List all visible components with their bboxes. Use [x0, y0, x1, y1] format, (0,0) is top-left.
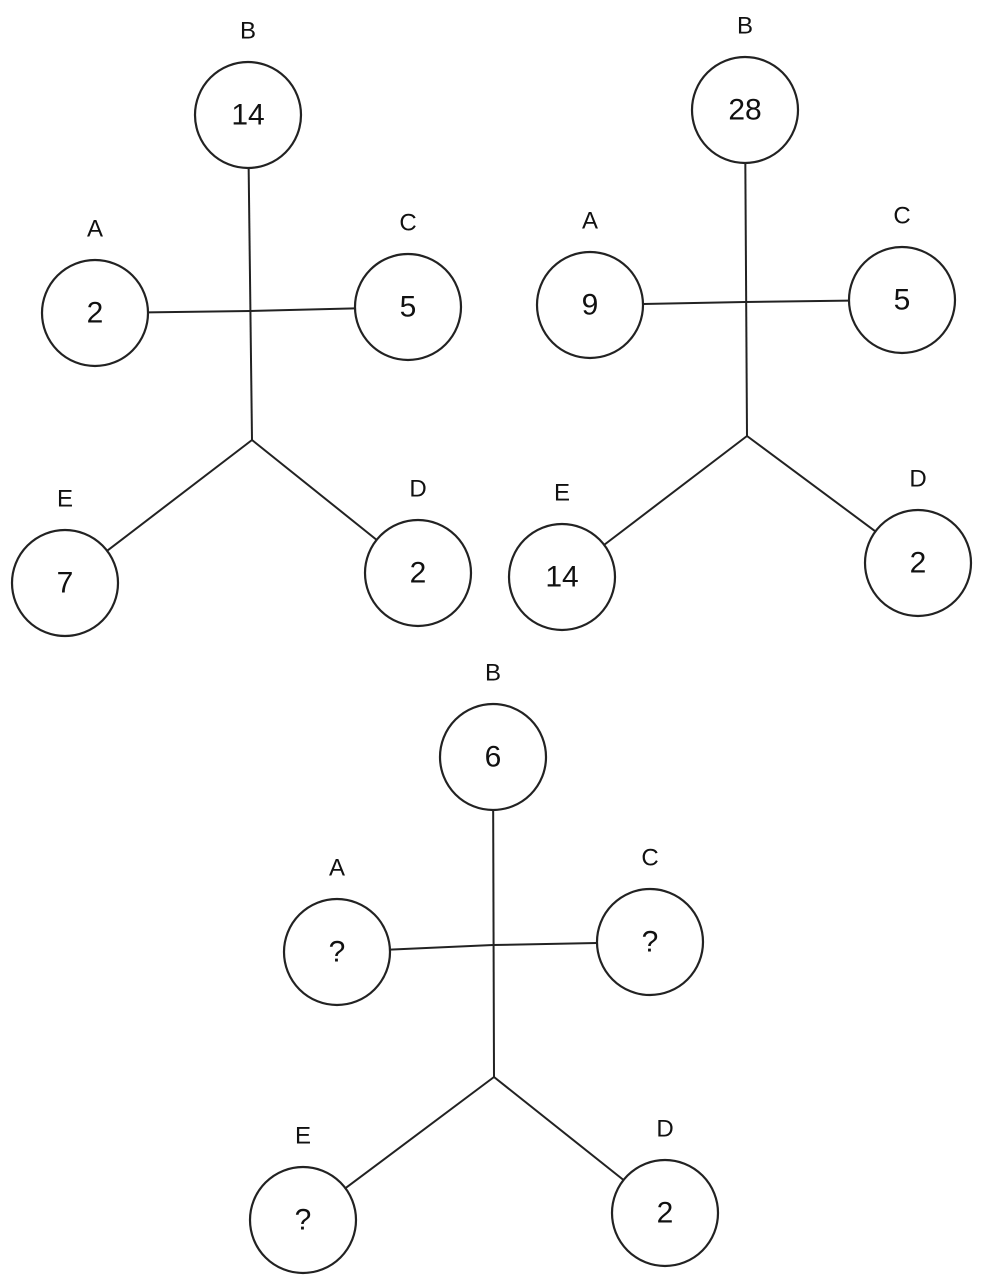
edge-d — [746, 435, 877, 533]
node-b: 28 B — [690, 13, 800, 165]
node-value: 2 — [657, 1197, 674, 1230]
node-b: 14 B — [193, 18, 303, 170]
node-d: 2D — [363, 476, 473, 628]
node-circle — [535, 250, 645, 360]
edge-d — [493, 1076, 625, 1181]
node-a: 2A — [40, 216, 150, 368]
node-value: 14 — [231, 99, 264, 132]
node-value: ? — [329, 936, 346, 969]
node-value: 2 — [87, 297, 104, 330]
node-circle — [10, 528, 120, 638]
node-d: 2D — [610, 1116, 720, 1268]
node-label: B — [240, 18, 256, 45]
edge-a — [389, 944, 494, 951]
node-value: 2 — [910, 547, 927, 580]
node-circle — [193, 60, 303, 170]
edge-e — [603, 435, 748, 546]
node-value: 14 — [545, 561, 578, 594]
edge-b-stem — [492, 809, 495, 1078]
edge-c — [249, 307, 356, 312]
edge-a — [642, 301, 746, 305]
edge-c — [492, 942, 598, 946]
node-c: ?C — [595, 845, 705, 997]
node-circle — [248, 1165, 358, 1275]
node-c: 5C — [353, 210, 463, 362]
node-d: 2D — [863, 466, 973, 618]
node-value: 28 — [728, 94, 761, 127]
edge-e — [106, 439, 253, 552]
node-label: D — [656, 1116, 673, 1143]
node-circle — [438, 702, 548, 812]
node-value: 2 — [410, 557, 427, 590]
node-circle — [363, 518, 473, 628]
node-label: D — [909, 466, 926, 493]
node-value: 5 — [400, 291, 417, 324]
node-a: 9A — [535, 208, 645, 360]
node-value: 6 — [485, 741, 502, 774]
edge-b-stem — [247, 167, 253, 441]
node-circle — [690, 55, 800, 165]
node-label: C — [641, 845, 658, 872]
node-label: A — [582, 208, 598, 235]
node-circle — [595, 887, 705, 997]
node-a: ?A — [282, 855, 392, 1007]
node-circle — [610, 1158, 720, 1268]
node-label: A — [329, 855, 345, 882]
node-label: E — [57, 486, 73, 513]
node-b: 6B — [438, 660, 548, 812]
edge-e — [344, 1076, 495, 1190]
node-value: ? — [295, 1204, 312, 1237]
node-circle — [353, 252, 463, 362]
node-circle — [40, 258, 150, 368]
node-label: E — [554, 480, 570, 507]
node-label: B — [485, 660, 501, 687]
node-e: ?E — [248, 1123, 358, 1275]
node-e: 7E — [10, 486, 120, 638]
node-value: 7 — [57, 567, 74, 600]
node-label: D — [409, 476, 426, 503]
node-value: 5 — [894, 284, 911, 317]
node-circle — [847, 245, 957, 355]
node-circle — [507, 522, 617, 632]
node-e: 14 E — [507, 480, 617, 632]
node-label: C — [893, 203, 910, 230]
node-value: 9 — [582, 289, 599, 322]
node-label: C — [399, 210, 416, 237]
edge-a — [147, 310, 251, 314]
edge-d — [251, 439, 378, 541]
edge-c — [744, 299, 850, 303]
node-label: E — [295, 1123, 311, 1150]
node-circle — [282, 897, 392, 1007]
edge-b-stem — [744, 162, 748, 437]
node-label: A — [87, 216, 103, 243]
node-label: B — [737, 13, 753, 40]
node-value: ? — [642, 926, 659, 959]
node-c: 5C — [847, 203, 957, 355]
node-circle — [863, 508, 973, 618]
diagram-3: 6B?A?C?E2D — [248, 660, 720, 1275]
